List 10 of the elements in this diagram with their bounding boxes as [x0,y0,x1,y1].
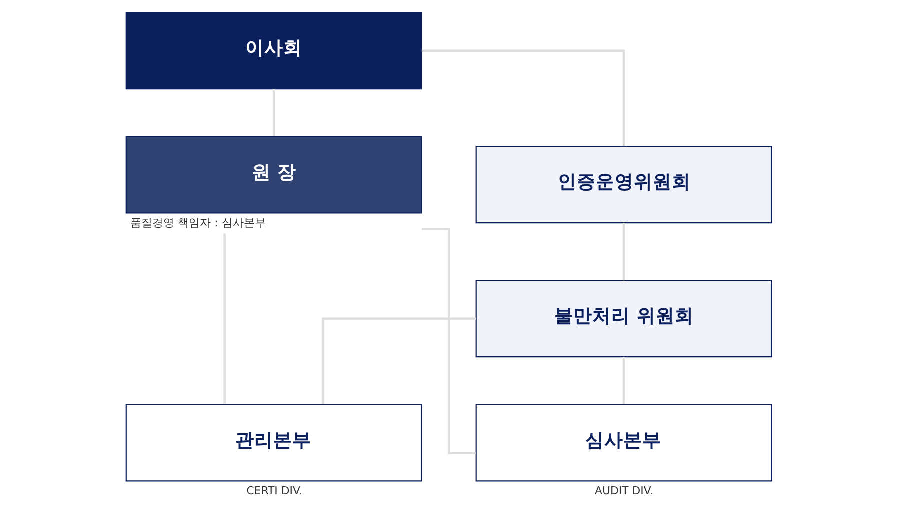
connector [421,50,625,146]
connector [622,223,625,280]
connector [622,357,625,404]
node-label: AUDIT DIV. [594,484,653,498]
connector [272,89,275,136]
connector [322,318,476,404]
node-label: 품질경영 책임자 : 심사본부 [130,216,266,230]
connector [422,228,476,454]
connector [223,234,226,404]
node-label: CERTI DIV. [246,484,302,498]
